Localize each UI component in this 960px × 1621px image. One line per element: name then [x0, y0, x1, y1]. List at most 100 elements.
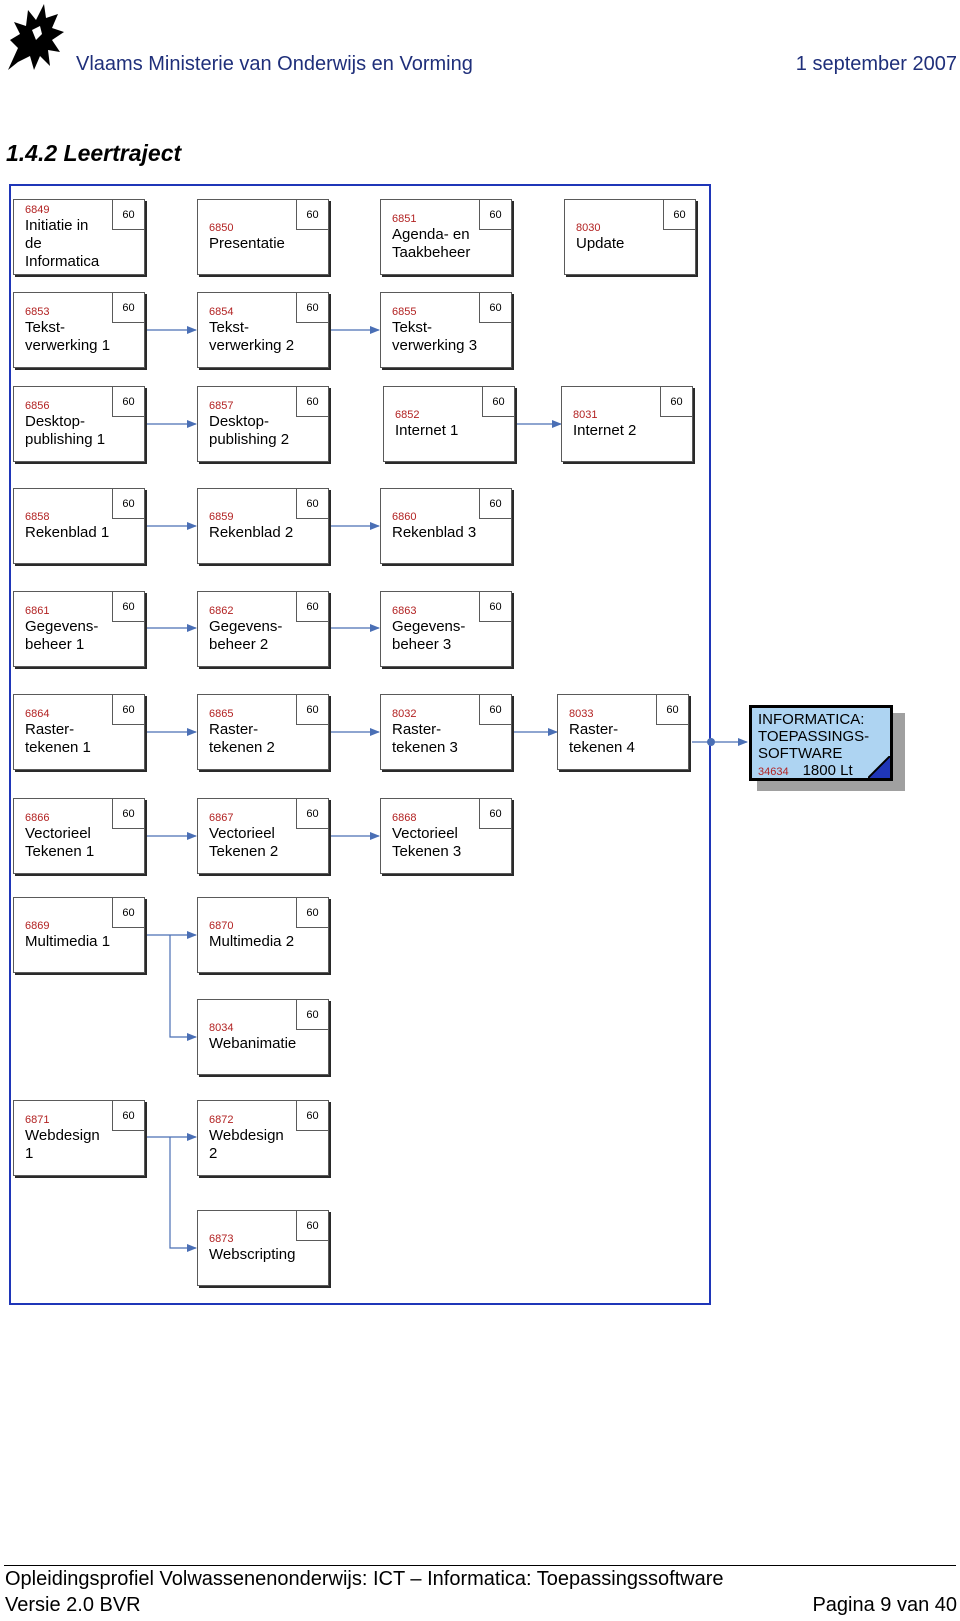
- module-code: 8030: [576, 222, 601, 234]
- module-code: 6859: [209, 511, 234, 523]
- module-hours: 60: [112, 799, 144, 829]
- module-name: Internet 1: [395, 422, 459, 439]
- target-total: 1800 Lt: [802, 762, 853, 779]
- module-hours: 60: [296, 200, 328, 230]
- module-name: Tekst- verwerking 3: [392, 319, 478, 354]
- module-hours: 60: [112, 293, 144, 323]
- flemish-lion-icon: [8, 4, 64, 70]
- module-name: Tekst- verwerking 1: [25, 319, 111, 354]
- module-code: 6854: [209, 306, 234, 318]
- module-code: 8031: [573, 409, 598, 421]
- module-hours: 60: [112, 592, 144, 622]
- module-hours: 60: [296, 1101, 328, 1131]
- module-name: Initiatie in de Informatica: [25, 217, 100, 270]
- module-code: 8033: [569, 708, 594, 720]
- module-code: 6852: [395, 409, 420, 421]
- arrow-6871-6873: [169, 1137, 197, 1252]
- module-name: Webanimatie: [209, 1035, 297, 1052]
- module-name: Vectorieel Tekenen 2: [209, 825, 279, 860]
- module-name: Desktop- publishing 2: [209, 413, 290, 448]
- footer-divider: [4, 1565, 956, 1566]
- module-name: Agenda- en Taakbeheer: [392, 226, 471, 261]
- module-name: Gegevens- beheer 1: [25, 618, 99, 653]
- module-hours: 60: [296, 1000, 328, 1030]
- module-hours: 60: [296, 592, 328, 622]
- module-hours: 60: [479, 592, 511, 622]
- module-name: Rekenblad 2: [209, 524, 294, 541]
- module-hours: 60: [296, 898, 328, 928]
- module-code: 6872: [209, 1114, 234, 1126]
- target-title: INFORMATICA: TOEPASSINGS- SOFTWARE: [758, 711, 870, 762]
- module-code: 6867: [209, 812, 234, 824]
- module-code: 6858: [25, 511, 50, 523]
- module-name: Raster- tekenen 2: [209, 721, 275, 756]
- page-fold-icon: [868, 756, 890, 778]
- footer-title: Opleidingsprofiel Volwassenenonderwijs: …: [5, 1568, 724, 1590]
- module-name: Webdesign 1: [25, 1127, 100, 1162]
- module-hours: 60: [296, 799, 328, 829]
- footer-page-number: Pagina 9 van 40: [812, 1594, 957, 1616]
- module-name: Multimedia 2: [209, 933, 295, 950]
- target-qualification: INFORMATICA: TOEPASSINGS- SOFTWARE 34634…: [749, 705, 905, 791]
- module-name: Raster- tekenen 1: [25, 721, 91, 756]
- module-name: Tekst- verwerking 2: [209, 319, 295, 354]
- header-date: 1 september 2007: [795, 53, 957, 75]
- module-code: 6871: [25, 1114, 50, 1126]
- module-name: Update: [576, 235, 625, 252]
- module-hours: 60: [296, 293, 328, 323]
- module-hours: 60: [479, 695, 511, 725]
- arrow-6869-8034: [169, 935, 197, 1041]
- module-code: 6861: [25, 605, 50, 617]
- module-name: Gegevens- beheer 2: [209, 618, 283, 653]
- module-code: 6873: [209, 1233, 234, 1245]
- module-hours: 60: [656, 695, 688, 725]
- module-name: Vectorieel Tekenen 3: [392, 825, 462, 860]
- module-code: 6850: [209, 222, 234, 234]
- module-code: 6866: [25, 812, 50, 824]
- module-hours: 60: [296, 387, 328, 417]
- module-hours: 60: [479, 200, 511, 230]
- module-name: Presentatie: [209, 235, 285, 252]
- module-code: 6857: [209, 400, 234, 412]
- module-name: Internet 2: [573, 422, 637, 439]
- module-hours: 60: [296, 489, 328, 519]
- module-hours: 60: [482, 387, 514, 417]
- module-hours: 60: [663, 200, 695, 230]
- module-name: Desktop- publishing 1: [25, 413, 106, 448]
- module-hours: 60: [112, 387, 144, 417]
- module-name: Webscripting: [209, 1246, 296, 1263]
- module-name: Gegevens- beheer 3: [392, 618, 466, 653]
- module-hours: 60: [112, 898, 144, 928]
- module-hours: 60: [660, 387, 692, 417]
- target-panel: INFORMATICA: TOEPASSINGS- SOFTWARE 34634…: [749, 705, 893, 781]
- module-code: 8034: [209, 1022, 234, 1034]
- module-name: Vectorieel Tekenen 1: [25, 825, 95, 860]
- module-name: Multimedia 1: [25, 933, 111, 950]
- module-code: 8032: [392, 708, 417, 720]
- module-name: Raster- tekenen 3: [392, 721, 458, 756]
